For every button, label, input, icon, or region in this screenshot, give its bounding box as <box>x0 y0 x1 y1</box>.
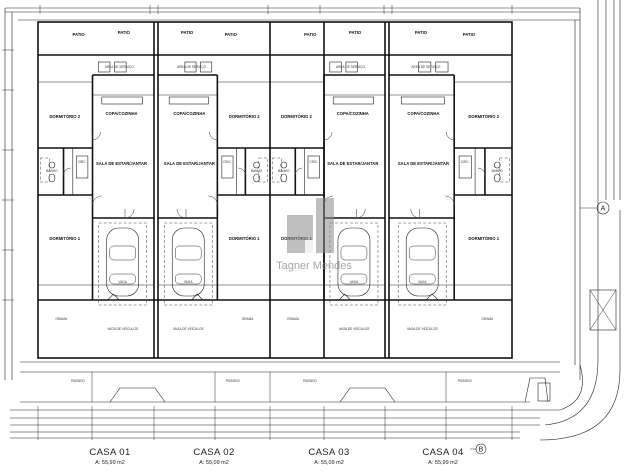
axis-marker-a: A <box>580 201 610 215</box>
room-label-parking-note: VAGA DE VEÍCULOS <box>339 327 370 331</box>
room-label-living: SALA DE ESTAR/JANTAR <box>164 161 215 166</box>
room-label-grass: GRAMA <box>482 317 495 321</box>
site-boundary <box>2 0 621 440</box>
car-icon <box>329 222 379 306</box>
watermark-logo: Tagner Mendes <box>276 198 352 272</box>
house-plan-2: PATIO PATIO AREA DE SERVIÇO COPA/COZINHA DOR… <box>158 30 270 331</box>
house-name: CASA 01 <box>89 447 130 458</box>
room-label-service: AREA DE SERVIÇO <box>336 65 366 69</box>
room-label-grass: GRAMA <box>55 317 68 321</box>
house-area: A: 55,09 m2 <box>199 460 229 466</box>
room-label-patio-2: PATIO <box>349 30 362 35</box>
house-caption-4: CASA 04 A: 55,99 m2 <box>422 447 463 466</box>
room-label-bedroom-1: DORMITÓRIO 1 <box>468 236 499 241</box>
room-label-service: AREA DE SERVIÇO <box>411 65 441 69</box>
room-label-circ: CIRC. <box>78 160 87 164</box>
room-label-patio: PATIO <box>225 32 238 37</box>
room-label-living: SALA DE ESTAR/JANTAR <box>96 161 147 166</box>
car-icon <box>98 222 147 306</box>
room-label-service: AREA DE SERVIÇO <box>105 65 135 69</box>
car-icon <box>397 222 447 306</box>
room-label-circ: CIRC. <box>461 160 470 164</box>
house-caption-3: CASA 03 A: 55,09 m2 <box>308 447 349 466</box>
room-label-parking: VAGA <box>350 280 359 284</box>
room-label-bath: BANHO <box>278 169 290 173</box>
room-label-bedroom-2: DORMITÓRIO 2 <box>468 114 499 119</box>
room-label-parking: VAGA <box>418 280 427 284</box>
car-icon <box>163 222 213 306</box>
house-name: CASA 03 <box>308 447 349 458</box>
house-plan-4: PATIO PATIO AREA DE SERVIÇO COPA/COZINHA DOR… <box>389 30 512 331</box>
house-area: A: 55,99 m2 <box>95 460 125 466</box>
room-label-kitchen: COPA/COZINHA <box>106 111 138 116</box>
house-plan-1: PATIO PATIO AREA DE SERVIÇO COPA/COZINHA DOR… <box>38 30 154 331</box>
house-name: CASA 04 <box>422 447 463 458</box>
room-label-bath: BANHO <box>46 169 58 173</box>
watermark-text: Tagner Mendes <box>276 260 352 272</box>
house-caption-2: CASA 02 A: 55,09 m2 <box>193 447 234 466</box>
room-label-parking-note: VAGA DE VEÍCULOS <box>407 327 438 331</box>
room-label-circ: CIRC. <box>309 160 318 164</box>
room-label-parking: VAGA <box>184 280 193 284</box>
axis-label-b: B <box>479 447 484 454</box>
room-label-patio-2: PATIO <box>118 30 131 35</box>
room-label-bath: BANHO <box>251 169 263 173</box>
room-label-bedroom-2: DORMITÓRIO 2 <box>49 114 80 119</box>
room-label-bedroom-1: DORMITÓRIO 1 <box>229 236 260 241</box>
room-label-living: SALA DE ESTAR/JANTAR <box>327 161 378 166</box>
room-label-bedroom-1: DORMITÓRIO 1 <box>49 236 80 241</box>
axis-marker-b: B <box>470 443 487 455</box>
house-area: A: 55,09 m2 <box>314 460 344 466</box>
room-label-parking: VAGA <box>118 280 127 284</box>
house-name: CASA 02 <box>193 447 234 458</box>
building-walls <box>37 21 513 359</box>
house-plan-3: PATIO PATIO AREA DE SERVIÇO COPA/COZINHA DOR… <box>270 30 385 331</box>
street-corner <box>537 200 621 441</box>
room-label-bedroom-2: DORMITÓRIO 2 <box>281 114 312 119</box>
room-label-service: AREA DE SERVIÇO <box>177 65 207 69</box>
room-label-patio-2: PATIO <box>415 30 428 35</box>
room-label-circ: CIRC. <box>223 160 232 164</box>
room-label-patio-2: PATIO <box>181 30 194 35</box>
room-label-living: SALA DE ESTAR/JANTAR <box>398 161 449 166</box>
room-label-grass: GRAMA <box>287 317 300 321</box>
room-label-patio: PATIO <box>304 32 317 37</box>
room-label-kitchen: COPA/COZINHA <box>173 111 205 116</box>
room-label-parking-note: VAGA DE VEÍCULOS <box>107 327 138 331</box>
axis-label-a: A <box>601 206 606 213</box>
sidewalk-label-3: PASSEIO <box>303 379 317 383</box>
sidewalk-label-1: PASSEIO <box>71 379 85 383</box>
room-label-bath: BANHO <box>492 169 504 173</box>
house-area: A: 55,99 m2 <box>428 460 458 466</box>
houses: PATIO PATIO AREA DE SERVIÇO COPA/COZINHA DOR… <box>38 30 512 331</box>
room-label-kitchen: COPA/COZINHA <box>407 111 439 116</box>
room-label-patio: PATIO <box>463 32 476 37</box>
room-label-parking-note: VAGA DE VEÍCULOS <box>173 327 204 331</box>
house-caption-1: CASA 01 A: 55,99 m2 <box>89 447 130 466</box>
room-label-kitchen: COPA/COZINHA <box>337 111 369 116</box>
room-label-bedroom-2: DORMITÓRIO 2 <box>229 114 260 119</box>
sidewalk: PASSEIO PASSEIO PASSEIO PASSEIO <box>20 361 560 403</box>
room-label-grass: GRAMA <box>242 317 255 321</box>
room-label-patio: PATIO <box>73 32 86 37</box>
sidewalk-label-4: PASSEIO <box>458 379 472 383</box>
sidewalk-label-2: PASSEIO <box>226 379 240 383</box>
